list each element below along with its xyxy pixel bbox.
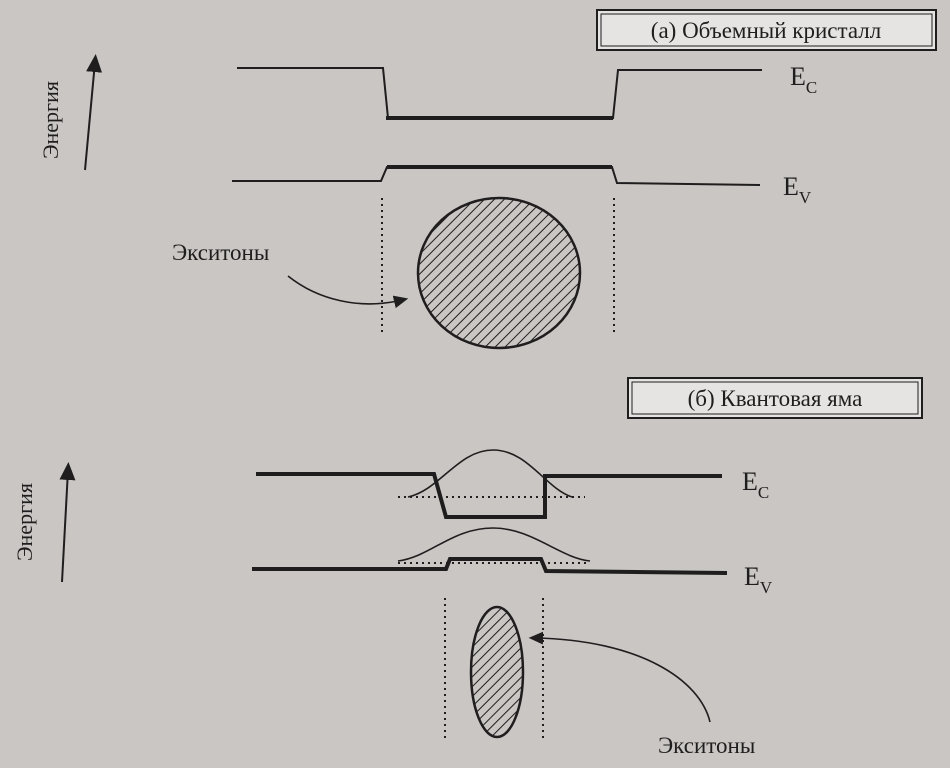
panel-b-valence-band — [252, 557, 728, 575]
panel-a-axis-label: Энергия — [38, 81, 63, 159]
panel-a-title-box: (а) Объемный кристалл — [596, 9, 937, 51]
panel-b-ev-label: EV — [744, 562, 773, 597]
panel-a-ev-label: EV — [783, 172, 812, 207]
panel-a-title: (а) Объемный кристалл — [651, 18, 881, 43]
panel-a: (а) Объемный кристалл Энергия EC EV Экси… — [38, 9, 937, 350]
panel-a-ec-label: EC — [790, 62, 817, 97]
panel-b-exciton-pointer — [528, 631, 711, 723]
panel-b-energy-arrow — [59, 462, 76, 583]
panel-a-exciton — [416, 196, 582, 350]
panel-b-hole-wavefunction — [397, 527, 591, 562]
panel-a-conduction-band — [237, 67, 762, 119]
panel-b-title-box: (б) Квантовая яма — [627, 377, 923, 419]
panel-a-exciton-label: Экситоны — [172, 240, 269, 265]
panel-b-exciton — [469, 605, 525, 739]
panel-b-electron-wavefunction — [407, 449, 573, 498]
panel-b-axis-label: Энергия — [12, 483, 37, 561]
panel-b: (б) Квантовая яма Энергия EC EV Экситоны — [12, 377, 923, 758]
panel-a-energy-arrow — [84, 54, 103, 171]
panel-b-title: (б) Квантовая яма — [688, 386, 863, 411]
panel-a-valence-band — [232, 166, 761, 186]
panel-a-exciton-pointer — [287, 275, 409, 309]
panel-b-conduction-band — [256, 472, 722, 519]
panel-b-exciton-label: Экситоны — [658, 733, 755, 758]
panel-b-ec-label: EC — [742, 467, 769, 502]
